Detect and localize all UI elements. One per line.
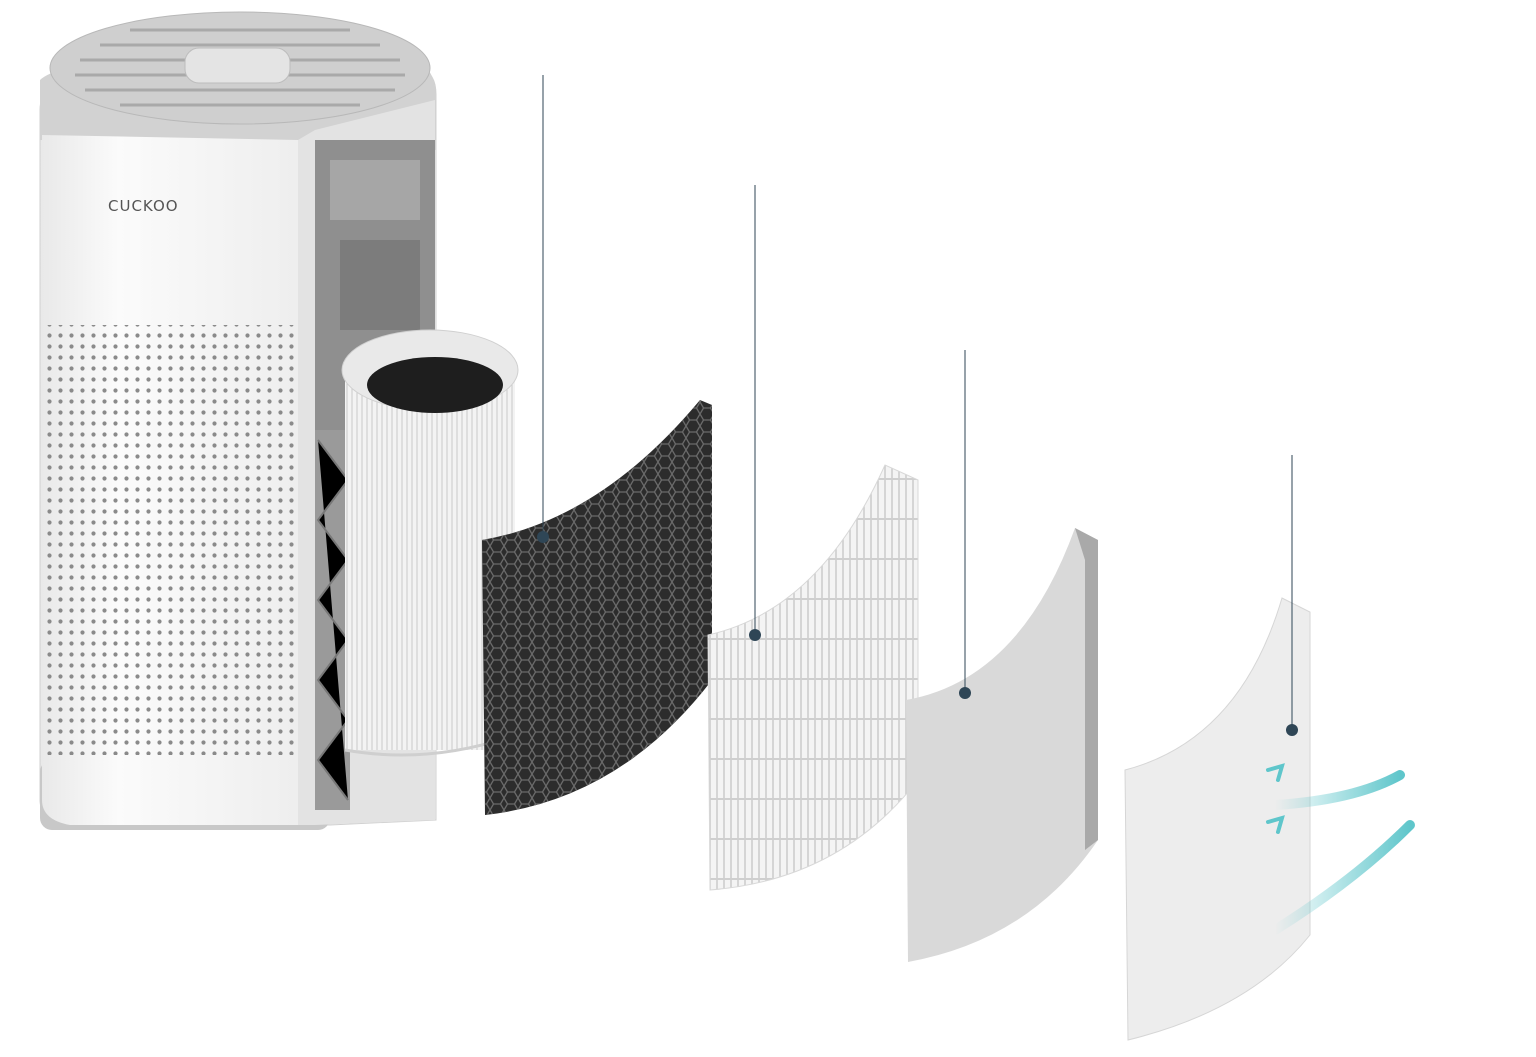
callout-dot-3 [959,687,971,699]
pre-filter-sheet [1124,597,1311,1041]
perforated-grille [42,325,298,755]
callout-dot-1 [537,531,549,543]
control-cap [184,47,291,84]
airflow-arrow-icon [1266,763,1415,935]
callout-dot-4 [1286,724,1298,736]
callout-dot-2 [749,629,761,641]
carbon-filter-sheet [482,400,712,815]
grey-filter-sheet [906,528,1098,962]
pleated-filter-sheet [707,464,919,891]
grille-slats [75,28,405,107]
callout-lines [542,75,1293,730]
brand-logo: CUCKOO [108,197,179,215]
